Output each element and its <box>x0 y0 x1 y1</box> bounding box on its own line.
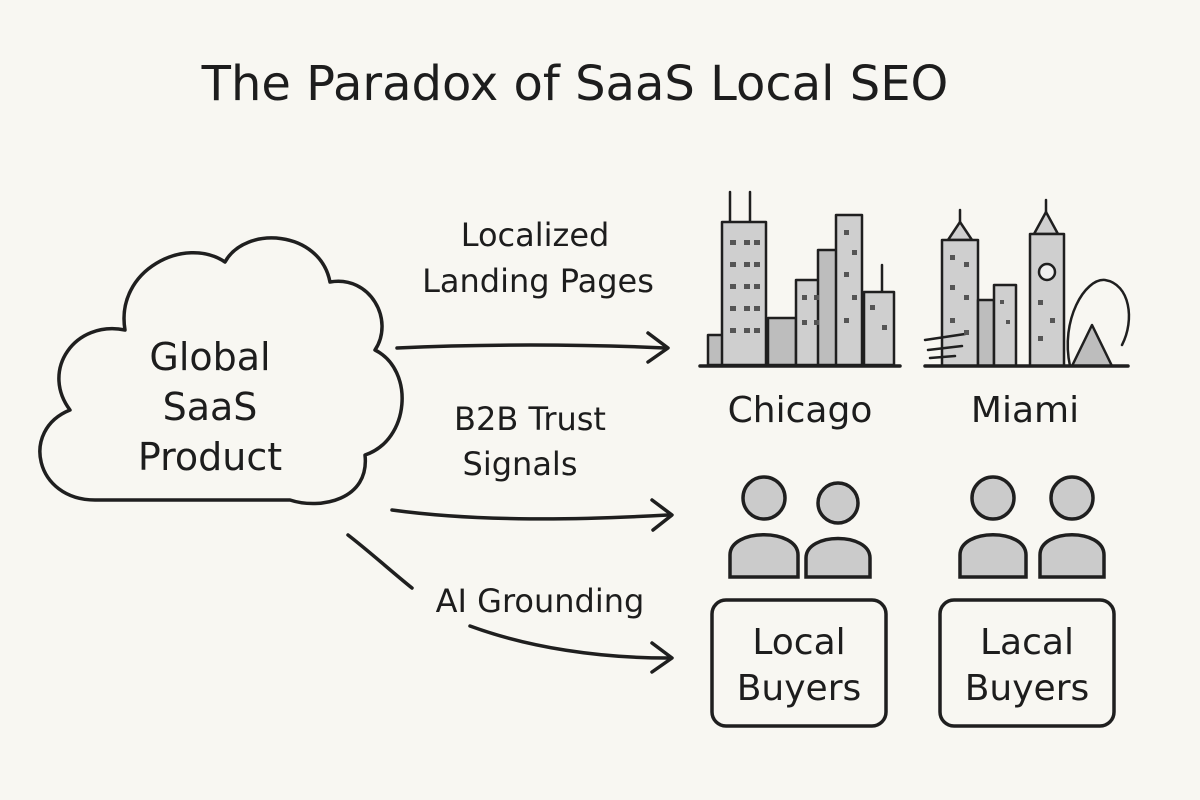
buyer-box-2: Lacal Buyers <box>938 598 1116 728</box>
buyer-box-2-line-2: Buyers <box>965 668 1090 709</box>
arrow-ai-grounding <box>346 533 674 674</box>
channel-label-1-line-2: Landing Pages <box>422 262 654 300</box>
people-icon <box>728 475 872 579</box>
cloud-node: Global SaaS Product <box>38 236 404 506</box>
channel-label-2-line-1: B2B Trust <box>454 400 606 438</box>
people-icon <box>958 475 1106 579</box>
buyer-box-1: Local Buyers <box>710 598 888 728</box>
channel-label-3: AI Grounding <box>436 582 645 620</box>
city-label-chicago: Chicago <box>728 390 873 431</box>
cloud-line-2: SaaS <box>163 385 258 429</box>
buyer-box-1-line-1: Local <box>752 622 845 663</box>
buyer-box-1-line-2: Buyers <box>737 668 862 709</box>
arrow-b2b-trust-signals <box>390 498 674 532</box>
buyer-box-2-line-1: Lacal <box>980 622 1074 663</box>
miami-skyline-icon <box>923 198 1131 368</box>
city-label-miami: Miami <box>971 390 1079 431</box>
cloud-shape <box>38 236 404 506</box>
arrow-localized-landing-pages <box>395 331 670 364</box>
cloud-line-3: Product <box>138 435 282 479</box>
channel-label-1-line-1: Localized <box>461 216 610 254</box>
diagram-title: The Paradox of SaaS Local SEO <box>201 56 949 112</box>
chicago-skyline-icon <box>698 190 902 368</box>
channel-label-2-line-2: Signals <box>463 445 578 483</box>
cloud-line-1: Global <box>149 335 270 379</box>
